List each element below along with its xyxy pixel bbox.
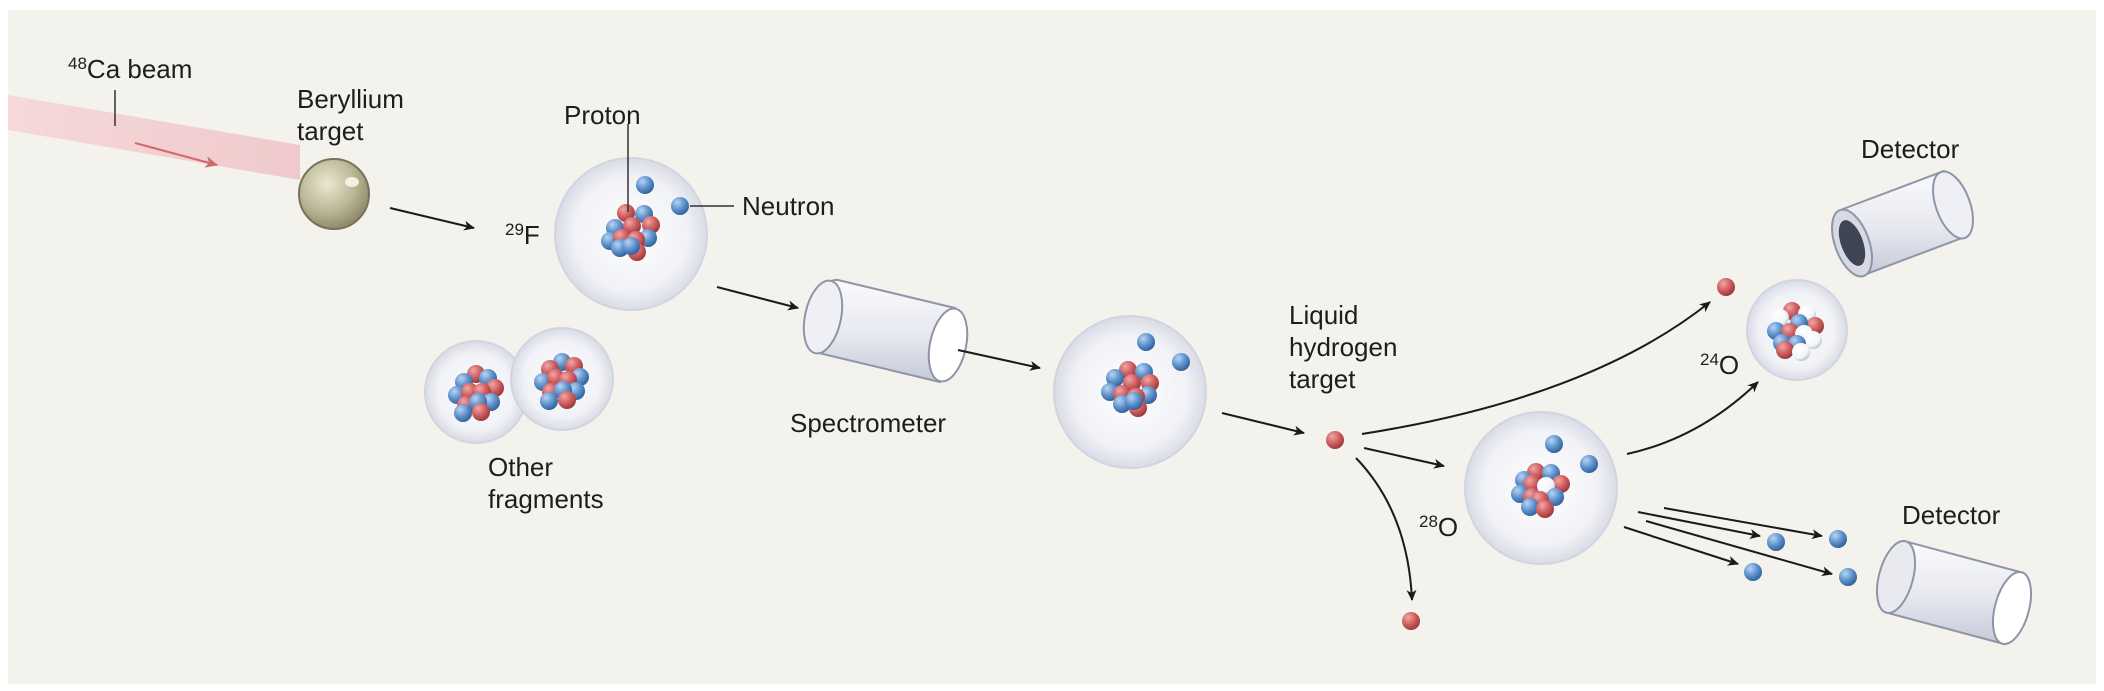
arrow-to-selected-nucleus [957,349,1041,371]
beryllium-target [298,158,370,230]
beryllium-label-line1: Beryllium [297,84,404,114]
emitted-neutron-2 [1829,530,1847,548]
f29-nucleus [554,157,708,311]
selected-f29-nucleus [1053,315,1207,469]
knocked-proton-top [1717,278,1735,296]
arrow-neutron-3 [1645,520,1833,577]
other-fragments-label-line2: fragments [488,484,604,514]
arrow-knocked-proton-down [1355,457,1417,601]
hydrogen-label-line1: Liquid [1289,300,1358,330]
beryllium-label-line2: target [297,116,364,146]
hydrogen-target [1326,431,1344,449]
emitted-neutron-1 [1767,533,1785,551]
o24-nucleus [1746,279,1848,381]
spectrometer-label: Spectrometer [790,408,946,438]
emitted-neutron-4 [1839,568,1857,586]
neutron-label: Neutron [742,191,835,221]
detector-top-label: Detector [1861,134,1960,164]
arrow-to-hydrogen-target [1221,412,1305,436]
detector-bottom [1875,539,2033,646]
beam-label: 48Ca beam [68,54,192,84]
arrow-to-f29 [389,207,475,231]
detector-bottom-label: Detector [1902,500,2001,530]
arrow-knocked-proton-up [1361,301,1711,435]
arrow-neutron-1 [1663,507,1823,540]
o28-nucleus [1464,411,1618,565]
arrow-neutron-2 [1637,511,1761,539]
calcium-beam [8,95,300,180]
other-fragment-left [424,340,528,444]
other-fragments-label-line1: Other [488,452,553,482]
o24-label: 24O [1700,350,1739,380]
emitted-neutron-3 [1744,563,1762,581]
knocked-proton-bottom [1402,612,1420,630]
hydrogen-label-line2: hydrogen [1289,332,1397,362]
hydrogen-label-line3: target [1289,364,1356,394]
arrow-neutron-4 [1623,526,1739,566]
f29-label: 29F [505,220,540,250]
proton-label: Proton [564,100,641,130]
o28-label: 28O [1419,512,1458,542]
arrow-to-spectrometer [716,286,799,311]
detector-top [1831,169,1974,278]
arrow-to-o28 [1363,447,1445,469]
other-fragment-right [510,327,614,431]
spectrometer [802,278,969,384]
arrow-to-o24 [1626,381,1759,455]
